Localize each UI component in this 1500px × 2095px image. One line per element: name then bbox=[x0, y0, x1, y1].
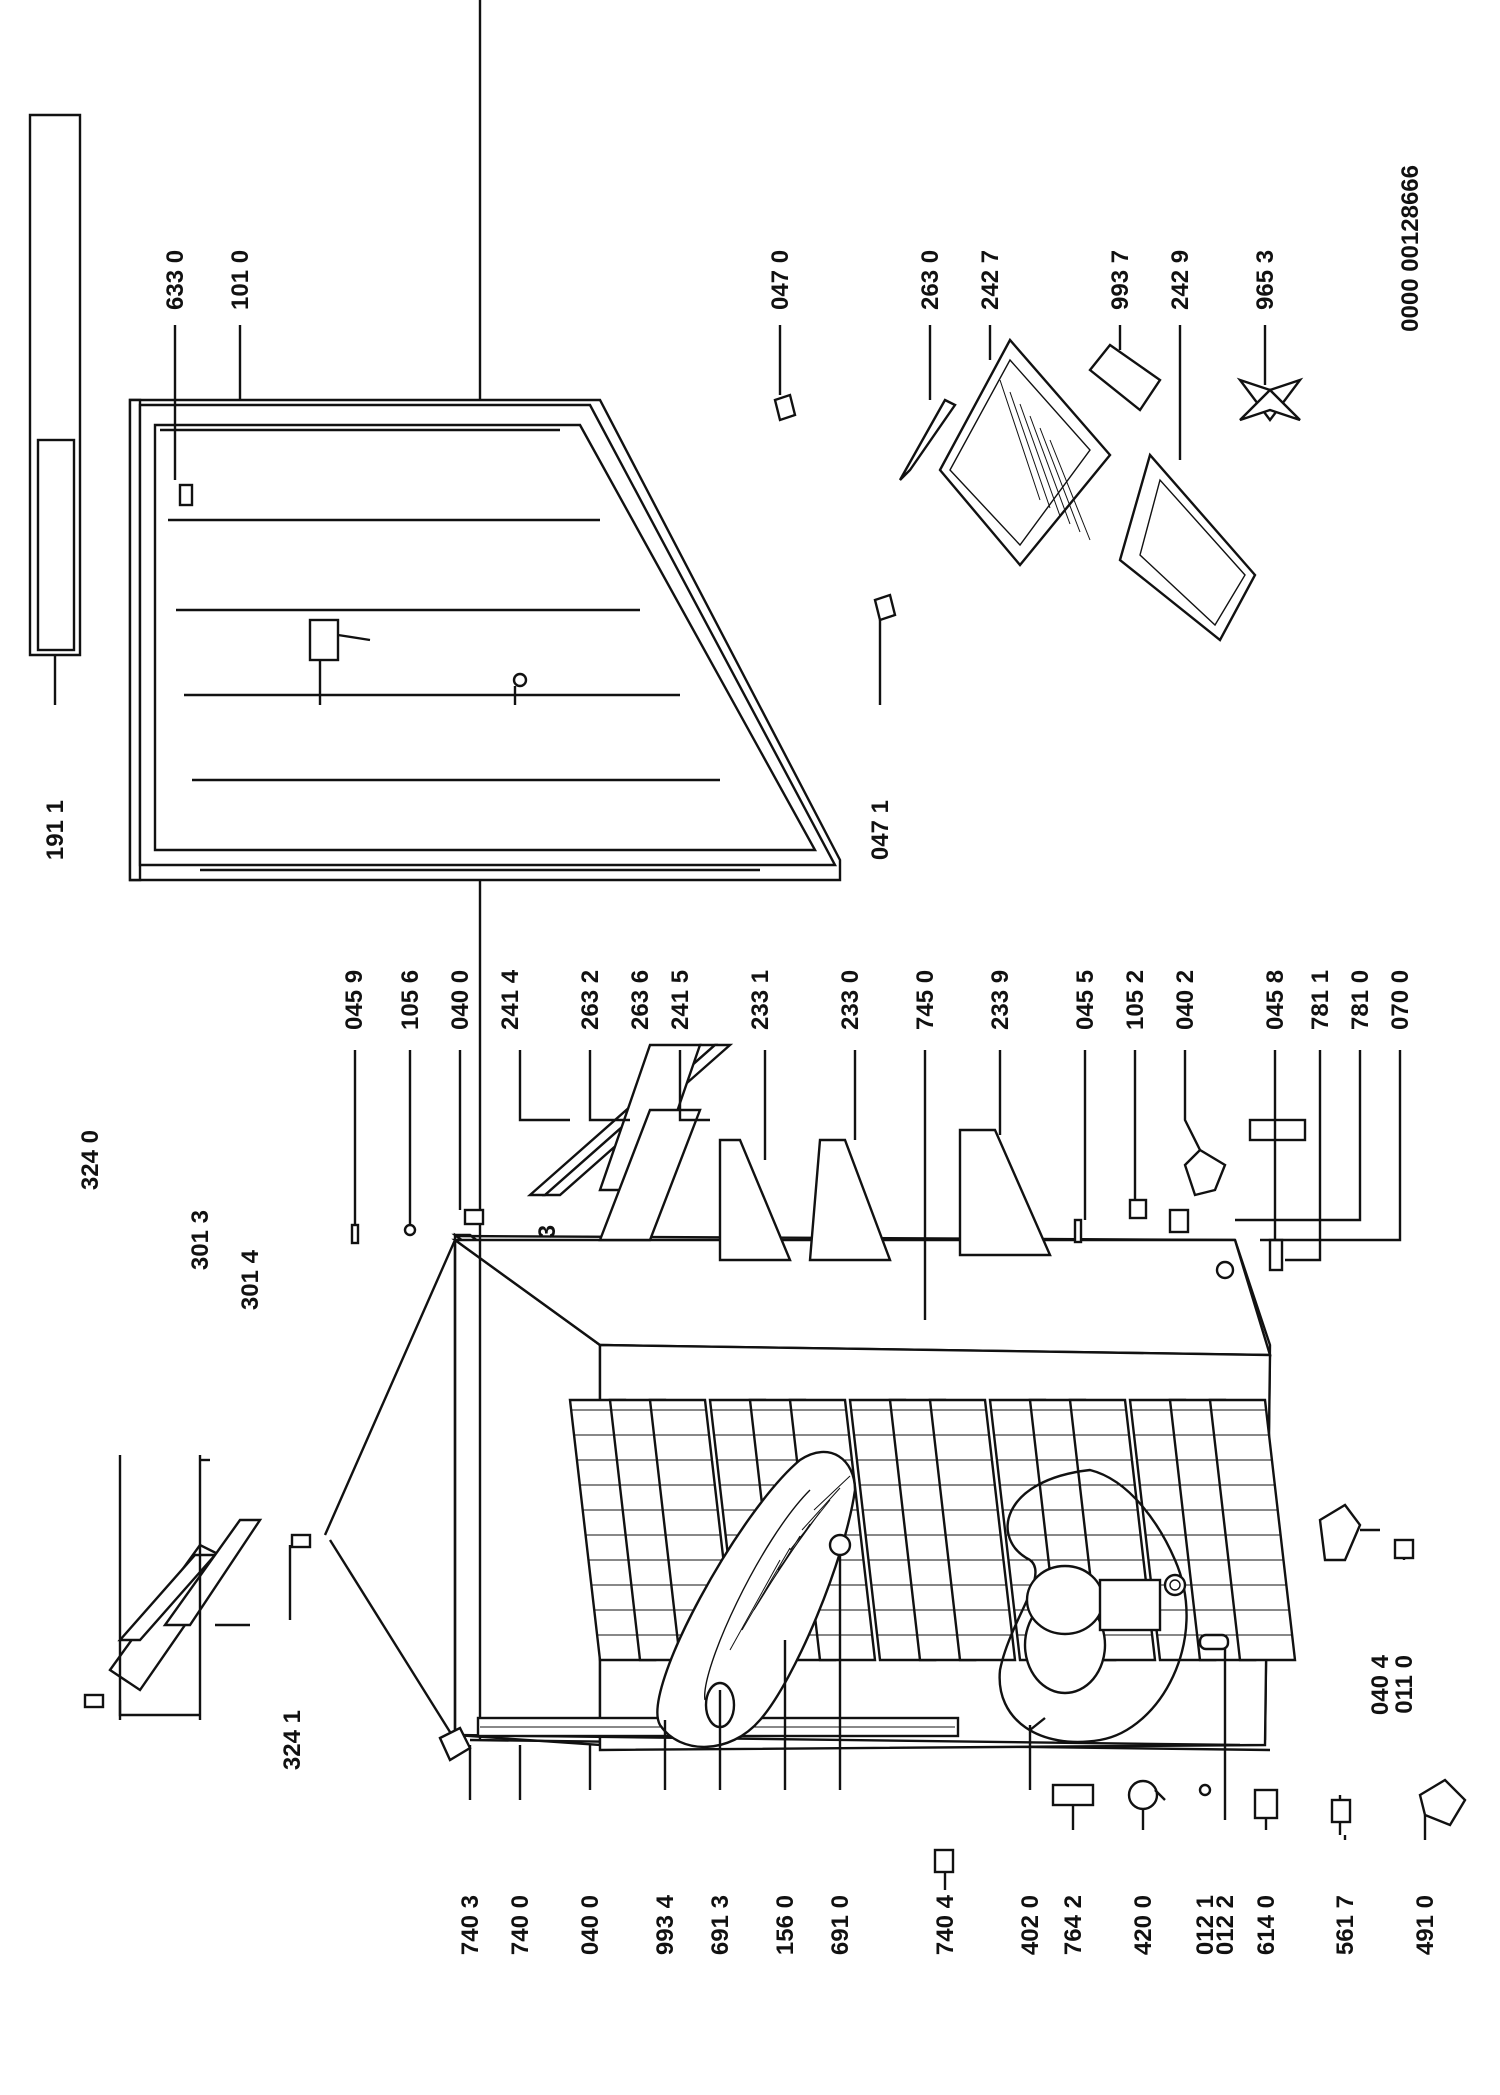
part-label-right-6: 263 6 bbox=[627, 970, 654, 1030]
part-label-top-2: 301 4 bbox=[237, 1249, 264, 1310]
drawer-grille-2-2 bbox=[928, 1398, 1017, 1662]
part-label-left-9: 402 0 bbox=[1017, 1895, 1044, 1955]
part-label-right-3: 241 4 bbox=[497, 969, 524, 1030]
part-label-left-15: 561 7 bbox=[1332, 1895, 1359, 1955]
document-code: 0000 00128666 bbox=[1397, 165, 1424, 332]
part-label-left-11: 420 0 bbox=[1130, 1895, 1157, 1955]
accessories bbox=[898, 337, 1304, 642]
part-label-left-6: 156 0 bbox=[772, 1895, 799, 1955]
part-label-left-18: 011 0 bbox=[1391, 1655, 1418, 1714]
part-label-right-0: 045 9 bbox=[341, 970, 368, 1030]
part-label-right-8: 233 1 bbox=[747, 970, 774, 1030]
leader-lines bbox=[53, 325, 1427, 1890]
part-label-right-10: 745 0 bbox=[912, 970, 939, 1030]
evaporator-tray bbox=[656, 1450, 857, 1749]
door-label-6: 047 0 bbox=[767, 250, 794, 310]
part-label-right-11: 233 9 bbox=[987, 970, 1014, 1030]
part-label-left-5: 691 3 bbox=[707, 1895, 734, 1955]
part-label-left-1: 740 3 bbox=[457, 1895, 484, 1955]
part-label-left-16: 491 0 bbox=[1412, 1895, 1439, 1955]
part-label-top-0: 324 0 bbox=[77, 1130, 104, 1190]
part-label-right-15: 045 8 bbox=[1262, 970, 1289, 1030]
part-label-left-14: 614 0 bbox=[1253, 1895, 1280, 1955]
accessory-label-3: 242 9 bbox=[1167, 250, 1194, 310]
part-label-left-10: 764 2 bbox=[1060, 1895, 1087, 1955]
part-label-right-2: 040 0 bbox=[447, 970, 474, 1030]
part-label-right-5: 263 2 bbox=[577, 970, 604, 1030]
part-label-left-12: 012 1 bbox=[1192, 1895, 1219, 1955]
part-label-left-0: 324 1 bbox=[279, 1710, 306, 1770]
door-label-5: 101 0 bbox=[227, 250, 254, 310]
accessory-label-4: 965 3 bbox=[1252, 250, 1279, 310]
door-label-4: 633 0 bbox=[162, 250, 189, 310]
door-label-3: 047 1 bbox=[867, 800, 894, 860]
part-label-right-18: 070 0 bbox=[1387, 970, 1414, 1030]
part-label-right-12: 045 5 bbox=[1072, 970, 1099, 1030]
part-label-right-9: 233 0 bbox=[837, 970, 864, 1030]
part-label-right-16: 781 1 bbox=[1307, 970, 1334, 1030]
part-label-right-1: 105 6 bbox=[397, 970, 424, 1030]
accessory-label-1: 242 7 bbox=[977, 250, 1004, 310]
small-parts-right bbox=[350, 1118, 1307, 1280]
freezer-door bbox=[28, 113, 897, 882]
part-label-right-13: 105 2 bbox=[1122, 970, 1149, 1030]
freezer-drawers bbox=[568, 1398, 1297, 1662]
accessory-label-2: 993 7 bbox=[1107, 250, 1134, 310]
drawer-grille-4-2 bbox=[1208, 1398, 1297, 1662]
part-labels: 324 1 740 3 740 0 040 0 993 4 691 3 156 0 691 0… bbox=[42, 165, 1439, 1955]
part-label-top-1: 301 3 bbox=[187, 1210, 214, 1270]
ice-tray-grid bbox=[999, 379, 1091, 541]
part-label-left-8: 740 4 bbox=[932, 1894, 959, 1955]
part-label-right-7: 241 5 bbox=[667, 970, 694, 1030]
compressor-assembly bbox=[998, 1468, 1188, 1744]
top-rail-parts bbox=[108, 1518, 263, 1692]
part-label-left-4: 993 4 bbox=[652, 1894, 679, 1955]
part-label-left-7: 691 0 bbox=[827, 1895, 854, 1955]
evaporator-grid bbox=[729, 1475, 851, 1651]
drawer-fronts bbox=[526, 1043, 1052, 1262]
part-label-right-14: 040 2 bbox=[1172, 970, 1199, 1030]
door-label-0: 191 1 bbox=[42, 800, 69, 860]
door-ribs bbox=[160, 428, 760, 872]
part-label-left-3: 040 0 bbox=[577, 1895, 604, 1955]
part-label-left-13: 012 2 bbox=[1212, 1895, 1239, 1955]
part-label-left-17: 040 4 bbox=[1367, 1654, 1394, 1715]
accessory-label-0: 263 0 bbox=[917, 250, 944, 310]
part-label-left-2: 740 0 bbox=[507, 1895, 534, 1955]
part-label-right-17: 781 0 bbox=[1347, 970, 1374, 1030]
